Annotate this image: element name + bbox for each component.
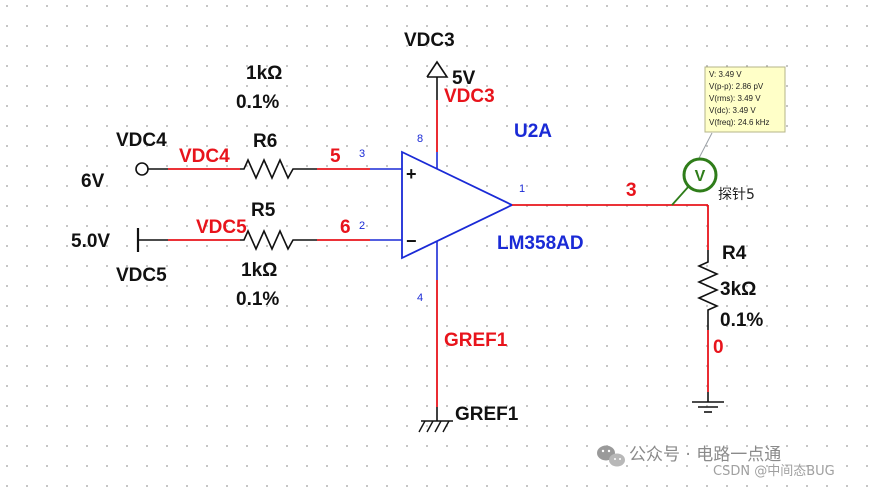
watermark-text: 公众号 · 电路一点通 bbox=[629, 445, 781, 465]
resistor-r4[interactable]: R4 3kΩ 0.1% 0 bbox=[697, 243, 763, 392]
net-5-label: 5 bbox=[330, 146, 341, 167]
r4-tolerance: 0.1% bbox=[720, 310, 763, 331]
opamp-minus-sign: − bbox=[406, 231, 417, 251]
probe-line-vrms: V(rms): 3.49 V bbox=[709, 94, 761, 103]
net-0-label: 0 bbox=[713, 337, 724, 358]
vdc5-value: 5.0V bbox=[71, 231, 110, 252]
watermark-csdn: CSDN @中间态BUG bbox=[713, 464, 835, 479]
resistor-r5-icon bbox=[240, 229, 297, 251]
r5-value: 1kΩ bbox=[241, 260, 277, 281]
vdc3-value: 5V bbox=[452, 68, 476, 89]
output-net[interactable]: 3 bbox=[512, 180, 709, 250]
probe-line-v: V: 3.49 V bbox=[709, 70, 742, 79]
r4-value: 3kΩ bbox=[720, 279, 756, 300]
vdc3-label: VDC3 bbox=[404, 30, 455, 51]
r6-pin-number: 3 bbox=[359, 148, 365, 160]
gref1-symbol-label: GREF1 bbox=[455, 404, 519, 425]
opamp-gnd-pin: 4 bbox=[417, 292, 423, 304]
vdc4-value: 6V bbox=[81, 171, 105, 192]
voltmeter-probe-icon bbox=[682, 157, 718, 193]
r5-label: R5 bbox=[251, 200, 276, 221]
ground-symbol bbox=[692, 392, 724, 413]
probe-line-vfreq: V(freq): 24.6 kHz bbox=[709, 118, 769, 127]
probe-symbol: V bbox=[695, 168, 706, 185]
vdc4-label: VDC4 bbox=[116, 130, 167, 151]
gref1-ground-icon bbox=[418, 407, 453, 433]
probe-readout-box: V: 3.49 V V(p-p): 2.86 pV V(rms): 3.49 V… bbox=[704, 66, 786, 133]
vdc4-terminal-icon bbox=[135, 162, 149, 176]
net-3-label: 3 bbox=[626, 180, 637, 201]
opamp-part-number: LM358AD bbox=[497, 233, 584, 254]
vdc5-label: VDC5 bbox=[116, 265, 167, 286]
opamp-output-pin: 1 bbox=[519, 183, 525, 195]
probe-line-vpp: V(p-p): 2.86 pV bbox=[709, 82, 764, 91]
resistor-r6-icon bbox=[240, 158, 297, 180]
r6-value: 1kΩ bbox=[246, 63, 282, 84]
probe-line-vdc: V(dc): 3.49 V bbox=[709, 106, 756, 115]
wechat-icon bbox=[597, 445, 625, 467]
vdc3-pin-number: 8 bbox=[417, 133, 423, 145]
r6-tolerance: 0.1% bbox=[236, 92, 279, 113]
r5-tolerance: 0.1% bbox=[236, 289, 279, 310]
r4-label: R4 bbox=[722, 243, 747, 264]
vdc5-source[interactable]: 5.0V VDC5 bbox=[71, 228, 240, 286]
resistor-r6[interactable]: 1kΩ 0.1% R6 5 3 bbox=[236, 63, 402, 180]
r6-label: R6 bbox=[253, 131, 277, 152]
vdc4-net-label: VDC4 bbox=[179, 146, 230, 167]
resistor-r5[interactable]: R5 VDC5 1kΩ 0.1% 6 2 bbox=[196, 200, 402, 310]
vdc3-supply[interactable]: VDC3 5V VDC3 8 bbox=[404, 30, 495, 152]
opamp-plus-sign: + bbox=[406, 164, 417, 184]
opamp-triangle-icon bbox=[401, 150, 515, 260]
vdc5-net-label: VDC5 bbox=[196, 217, 247, 238]
voltage-probe[interactable]: V 探针5 bbox=[671, 132, 755, 206]
net-6-label: 6 bbox=[340, 217, 351, 238]
resistor-r4-icon bbox=[697, 258, 719, 314]
gref1-net-label: GREF1 bbox=[444, 330, 508, 351]
opamp-u2a[interactable]: + − U2A LM358AD 1 4 bbox=[401, 121, 584, 304]
probe-readout-background bbox=[704, 66, 786, 133]
r5-pin-number: 2 bbox=[359, 220, 365, 232]
watermark: 公众号 · 电路一点通 CSDN @中间态BUG bbox=[597, 445, 835, 479]
gref1-ground[interactable]: GREF1 GREF1 bbox=[418, 280, 519, 433]
opamp-reference: U2A bbox=[514, 121, 552, 142]
vdc4-source[interactable]: VDC4 6V VDC4 bbox=[81, 130, 240, 192]
probe-label: 探针5 bbox=[718, 187, 755, 203]
vdc3-net-label: VDC3 bbox=[444, 86, 495, 107]
